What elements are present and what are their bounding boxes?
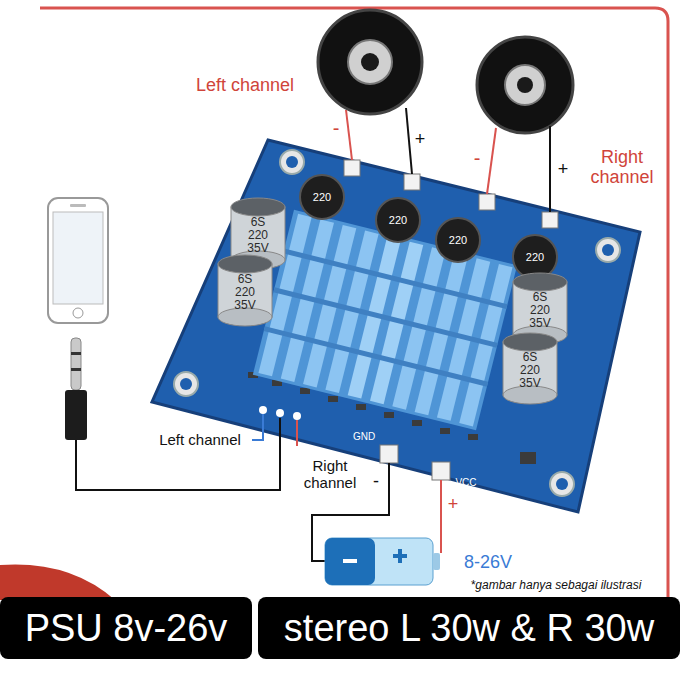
label: 220: [526, 251, 544, 263]
speaker-wires: [346, 108, 550, 212]
battery: [325, 538, 440, 585]
label: 220: [248, 229, 268, 242]
audio-jack: [65, 338, 87, 440]
banner-text: stereo L 30w & R 30w: [284, 609, 654, 647]
label: -: [474, 147, 481, 169]
label: Left channel: [159, 432, 241, 449]
label: Left channel: [196, 76, 294, 96]
banner-band: PSU 8v-26v: [0, 597, 252, 659]
label: +: [415, 130, 426, 150]
label: +: [558, 160, 569, 180]
phone: [48, 198, 108, 323]
label: 35V: [519, 377, 540, 390]
label: 8-26V: [464, 553, 512, 573]
capacitors: [218, 198, 567, 404]
inductors: [300, 175, 557, 279]
board: [152, 140, 640, 512]
label: 6S: [251, 216, 266, 229]
label: 6S: [523, 351, 538, 364]
label: 220: [313, 191, 331, 203]
label: -: [333, 117, 340, 139]
heatsink: [253, 210, 517, 431]
label: 220: [449, 234, 467, 246]
banner-band: stereo L 30w & R 30w: [258, 597, 680, 659]
label: *gambar hanya sebagai ilustrasi: [471, 579, 642, 592]
speakers: [318, 10, 573, 133]
frame: [0, 8, 668, 600]
label: +: [448, 495, 459, 515]
label: 220: [235, 286, 255, 299]
label: VCC: [455, 477, 476, 488]
label: -: [373, 472, 379, 492]
input-pins: [259, 406, 301, 420]
label: Right channel: [300, 458, 360, 491]
label: GND: [353, 431, 375, 442]
banner-text: PSU 8v-26v: [25, 609, 228, 647]
label: 35V: [234, 299, 255, 312]
label: 35V: [529, 317, 550, 330]
label: 220: [520, 364, 540, 377]
label: 35V: [247, 242, 268, 255]
label: 220: [389, 214, 407, 226]
label: 6S: [238, 273, 253, 286]
label: Right channel: [585, 148, 659, 188]
label: 6S: [533, 291, 548, 304]
label: 220: [530, 304, 550, 317]
